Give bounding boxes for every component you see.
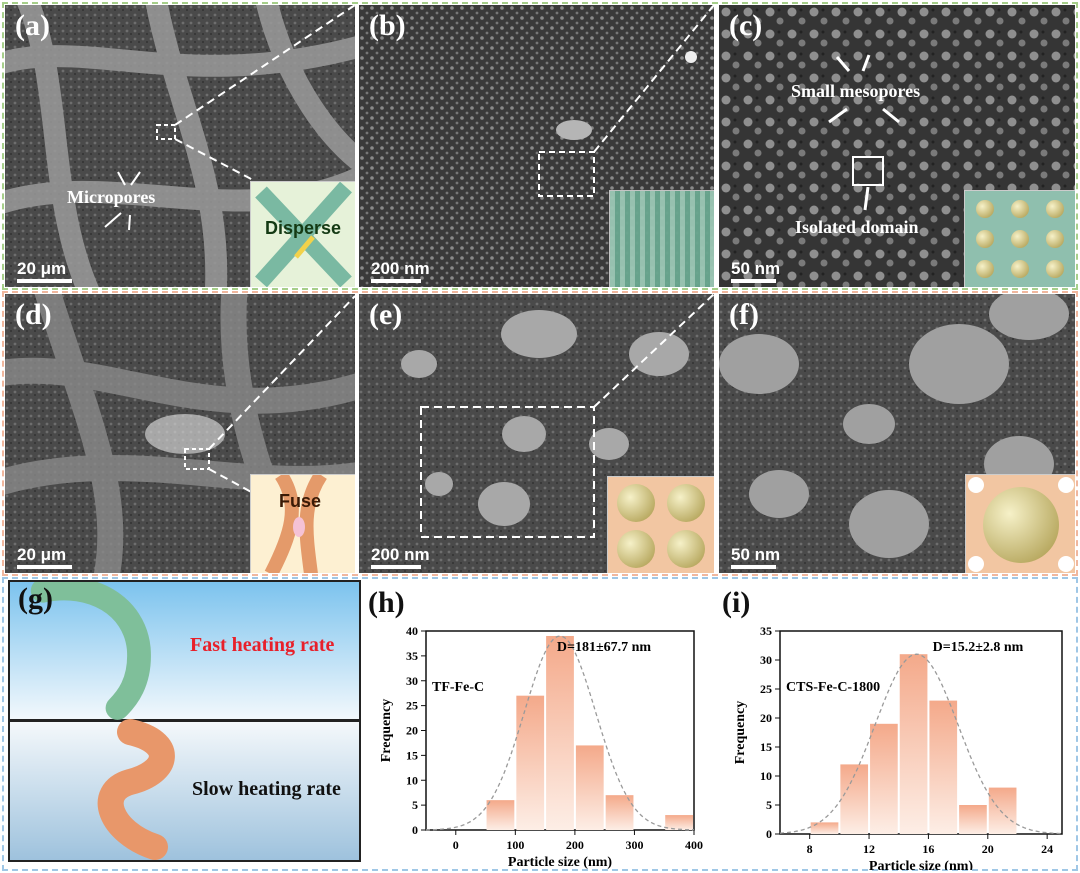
y-tick-label: 25 — [406, 699, 418, 713]
y-tick-label: 0 — [412, 823, 418, 837]
y-tick-label: 40 — [406, 624, 418, 638]
scale-bar-c: 50 nm — [731, 259, 780, 283]
x-tick-label: 20 — [982, 842, 994, 856]
panel-label-b: (b) — [369, 9, 406, 42]
histogram-bar — [665, 815, 693, 830]
x-tick-label: 24 — [1041, 842, 1053, 856]
inset-sphere-f — [965, 474, 1075, 573]
scale-bar-b: 200 nm — [371, 259, 430, 283]
panel-label-h: (h) — [368, 586, 405, 619]
gaussian-fit-curve — [426, 635, 694, 831]
y-tick-label: 20 — [760, 711, 772, 725]
sample-label: TF-Fe-C — [432, 680, 484, 695]
sem-panel-c: (c) Small mesopores Isolated domain 50 n… — [719, 5, 1075, 287]
schematic-panel-g: (g) Fast heating rate Slow heating rate — [8, 580, 361, 862]
x-axis-label: Particle size (nm) — [508, 855, 613, 870]
panel-label-d: (d) — [15, 298, 52, 331]
frame-top-row — [2, 2, 1078, 290]
sem-panel-d: (d) 20 μm Fuse — [5, 294, 355, 573]
inset-label-disperse: Disperse — [265, 218, 342, 238]
scale-bar-a: 20 μm — [17, 259, 72, 283]
y-tick-label: 30 — [760, 653, 772, 667]
sample-label: CTS-Fe-C-1800 — [786, 680, 880, 695]
x-tick-label: 16 — [922, 842, 934, 856]
histogram-bar — [810, 822, 839, 834]
inset-mesopore-grid — [964, 190, 1075, 287]
histogram-bar — [899, 654, 928, 834]
scale-bar-f: 50 nm — [731, 545, 780, 569]
size-annotation: D=15.2±2.8 nm — [933, 640, 1024, 655]
panel-label-a: (a) — [15, 9, 50, 42]
y-tick-label: 0 — [766, 827, 772, 841]
y-tick-label: 30 — [406, 674, 418, 688]
histogram-bar — [486, 800, 515, 830]
x-tick-label: 100 — [506, 838, 524, 852]
histogram-bar — [870, 723, 898, 834]
sem-panel-b: (b) 200 nm — [359, 5, 714, 287]
y-tick-label: 20 — [406, 724, 418, 738]
x-tick-label: 400 — [685, 838, 703, 852]
sem-panel-f: (f) 50 nm — [719, 294, 1075, 573]
histogram-bar — [959, 805, 987, 834]
y-axis-label: Frequency — [733, 701, 748, 765]
inset-spheres-e — [607, 476, 714, 573]
scale-bar-e: 200 nm — [371, 545, 430, 569]
label-fast-heating-rate: Fast heating rate — [190, 634, 335, 656]
label-slow-heating-rate: Slow heating rate — [192, 778, 341, 800]
panel-label-e: (e) — [369, 298, 403, 331]
inset-fuse: Fuse — [250, 474, 355, 573]
gaussian-fit-curve — [779, 653, 1063, 835]
panel-label-i: (i) — [722, 586, 751, 619]
frame-bottom-row — [2, 577, 1078, 871]
x-tick-label: 200 — [566, 838, 584, 852]
panel-label-f: (f) — [729, 298, 759, 331]
inset-disperse: Disperse — [250, 181, 355, 287]
x-tick-label: 300 — [625, 838, 643, 852]
x-tick-label: 12 — [863, 842, 875, 856]
y-tick-label: 15 — [406, 748, 418, 762]
inset-grid-b — [609, 190, 714, 287]
annotation-isolated-domain: Isolated domain — [795, 217, 919, 237]
histogram-bar — [546, 635, 574, 830]
y-tick-label: 5 — [766, 798, 772, 812]
y-tick-label: 5 — [412, 798, 418, 812]
x-axis-label: Particle size (nm) — [869, 859, 974, 870]
size-annotation: D=181±67.7 nm — [557, 640, 652, 655]
panel-label-c: (c) — [729, 9, 763, 42]
y-tick-label: 10 — [406, 773, 418, 787]
x-tick-label: 0 — [453, 838, 459, 852]
y-tick-label: 10 — [760, 769, 772, 783]
y-tick-label: 15 — [760, 740, 772, 754]
x-tick-label: 8 — [807, 842, 813, 856]
histogram-bar — [575, 745, 604, 830]
histogram-bar — [516, 695, 545, 830]
histogram-bar — [605, 795, 634, 830]
scale-bar-d: 20 μm — [17, 545, 72, 569]
histogram-bar — [929, 700, 958, 834]
histogram-bar — [988, 787, 1017, 834]
y-axis-label: Frequency — [379, 699, 394, 763]
inset-label-fuse: Fuse — [279, 491, 322, 511]
annotation-micropores: Micropores — [67, 187, 156, 207]
panel-label-g: (g) — [18, 582, 53, 615]
y-tick-label: 35 — [760, 624, 772, 638]
frame-middle-row — [2, 291, 1078, 576]
y-tick-label: 25 — [760, 682, 772, 696]
annotation-small-mesopores: Small mesopores — [791, 81, 921, 101]
sem-panel-a: (a) Micropores 20 μm Disperse — [5, 5, 355, 287]
sem-panel-e: (e) 200 nm — [359, 294, 714, 573]
y-tick-label: 35 — [406, 649, 418, 663]
